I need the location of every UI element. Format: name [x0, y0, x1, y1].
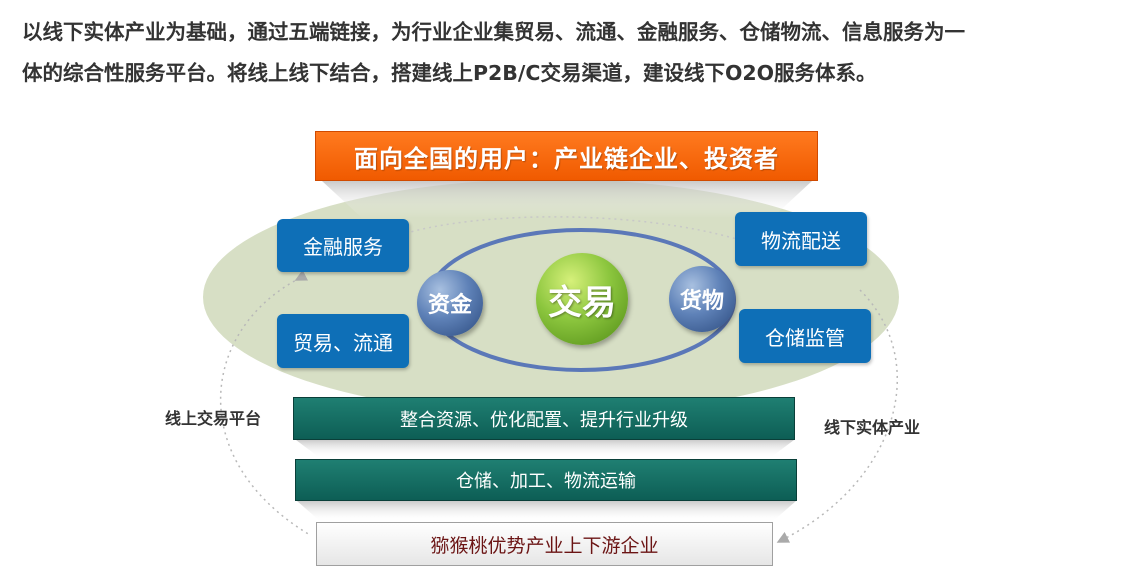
- resource-integration-bar: 整合资源、优化配置、提升行业升级: [293, 397, 795, 440]
- kiwifruit-industry-foundation: 猕猴桃优势产业上下游企业: [316, 522, 773, 566]
- capital-bubble: 资金: [417, 270, 483, 336]
- intro-line-2: 体的综合性服务平台。将线上线下结合，搭建线上P2B/C交易渠道，建设线下O2O服…: [22, 61, 877, 85]
- intro-text: 以线下实体产业为基础，通过五端链接，为行业企业集贸易、流通、金融服务、仓储物流、…: [22, 12, 1127, 94]
- banner-shadow: [322, 181, 812, 218]
- trade-center-bubble: 交易: [536, 253, 628, 345]
- user-banner: 面向全国的用户：产业链企业、投资者: [315, 131, 818, 181]
- warehousing-processing-bar: 仓储、加工、物流运输: [295, 459, 797, 501]
- offline-industry-label: 线下实体产业: [824, 418, 921, 437]
- online-platform-label: 线上交易平台: [165, 409, 262, 428]
- layer1-shadow: [296, 440, 794, 458]
- finance-service-box: 金融服务: [277, 219, 409, 272]
- dotted-loop-left: [219, 269, 311, 536]
- warehouse-supervision-box: 仓储监管: [739, 309, 871, 363]
- trade-circulation-box: 贸易、流通: [277, 314, 409, 368]
- dotted-loop-right: [776, 289, 898, 543]
- intro-line-1: 以线下实体产业为基础，通过五端链接，为行业企业集贸易、流通、金融服务、仓储物流、…: [22, 20, 965, 44]
- layer2-shadow: [297, 501, 796, 522]
- goods-bubble: 货物: [669, 266, 735, 332]
- logistics-delivery-box: 物流配送: [735, 212, 867, 266]
- dotted-arc-top: [399, 216, 741, 241]
